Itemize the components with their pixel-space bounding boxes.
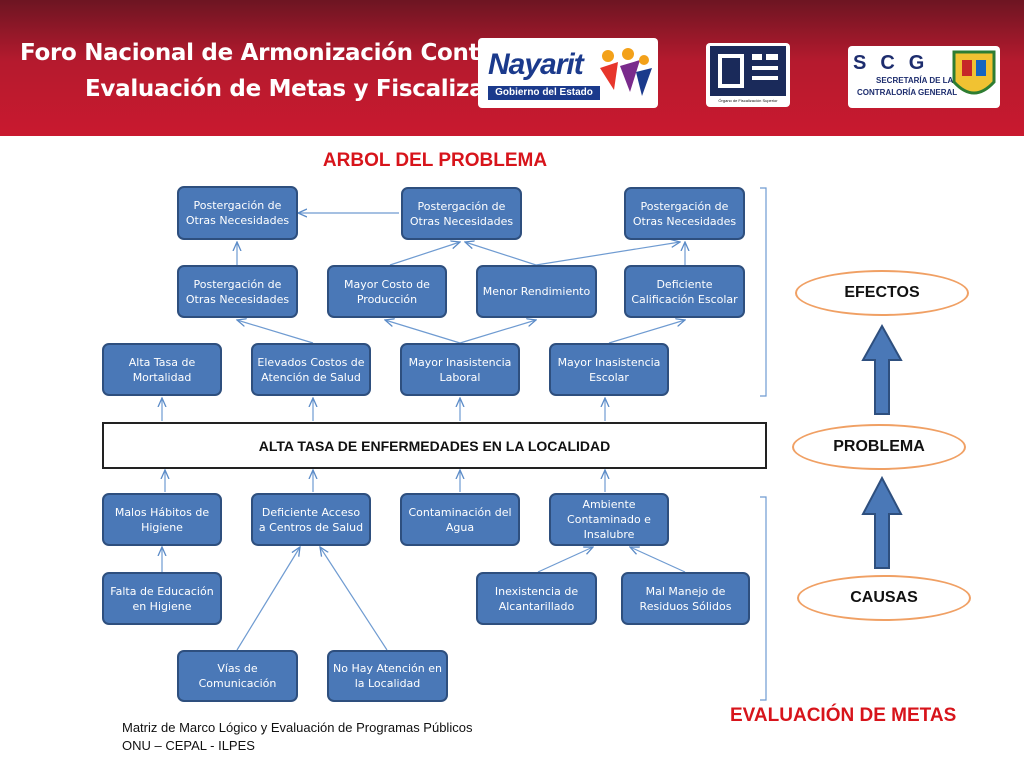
effect-mid-4: Deficiente Calificación Escolar	[624, 265, 745, 318]
effect-top-3: Postergación de Otras Necesidades	[624, 187, 745, 240]
effect-low-3: Mayor Inasistencia Laboral	[400, 343, 520, 396]
legend-causes-oval: CAUSAS	[797, 575, 971, 621]
cause-row2-1: Falta de Educación en Higiene	[102, 572, 222, 625]
nayarit-logo-subtitle: Gobierno del Estado	[488, 86, 600, 100]
cause-row2-3: Mal Manejo de Residuos Sólidos	[621, 572, 750, 625]
effect-low-2: Elevados Costos de Atención de Salud	[251, 343, 371, 396]
cause-row3-2: No Hay Atención en la Localidad	[327, 650, 448, 702]
effect-mid-2: Mayor Costo de Producción	[327, 265, 447, 318]
diagram-title: ARBOL DEL PROBLEMA	[322, 150, 548, 171]
effect-mid-1: Postergación de Otras Necesidades	[177, 265, 298, 318]
footer-source-line1: Matriz de Marco Lógico y Evaluación de P…	[122, 720, 473, 735]
footer-source-line2: ONU – CEPAL - ILPES	[122, 738, 255, 753]
cause-row1-3: Contaminación del Agua	[400, 493, 520, 546]
legend-effects-oval: EFECTOS	[795, 270, 969, 316]
effect-top-1: Postergación de Otras Necesidades	[177, 186, 298, 240]
cause-row3-1: Vías de Comunicación	[177, 650, 298, 702]
header-title-line2: Evaluación de Metas y Fiscalización	[85, 76, 537, 102]
effect-low-4: Mayor Inasistencia Escolar	[549, 343, 669, 396]
nayarit-figures-icon	[600, 48, 652, 96]
osf-emblem-icon	[710, 46, 786, 96]
effect-top-2: Postergación de Otras Necesidades	[401, 187, 522, 240]
cause-row1-1: Malos Hábitos de Higiene	[102, 493, 222, 546]
cause-row1-4: Ambiente Contaminado e Insalubre	[549, 493, 669, 546]
osf-caption: Órgano de Fiscalización Superior	[718, 98, 778, 103]
header-title-line1: Foro Nacional de Armonización Contable,	[20, 40, 543, 66]
central-problem-box: ALTA TASA DE ENFERMEDADES EN LA LOCALIDA…	[102, 422, 767, 469]
effect-low-1: Alta Tasa de Mortalidad	[102, 343, 222, 396]
scg-subtitle-2: CONTRALORÍA GENERAL	[857, 88, 958, 97]
scg-subtitle-1: SECRETARÍA DE LA	[876, 76, 954, 85]
section-title: EVALUACIÓN DE METAS	[730, 705, 957, 726]
effect-mid-3: Menor Rendimiento	[476, 265, 597, 318]
nayarit-logo-name: Nayarit	[488, 48, 584, 81]
cause-row1-2: Deficiente Acceso a Centros de Salud	[251, 493, 371, 546]
scg-letters: SCG	[853, 52, 939, 74]
cause-row2-2: Inexistencia de Alcantarillado	[476, 572, 597, 625]
state-shield-icon	[952, 50, 996, 95]
legend-problem-oval: PROBLEMA	[792, 424, 966, 470]
